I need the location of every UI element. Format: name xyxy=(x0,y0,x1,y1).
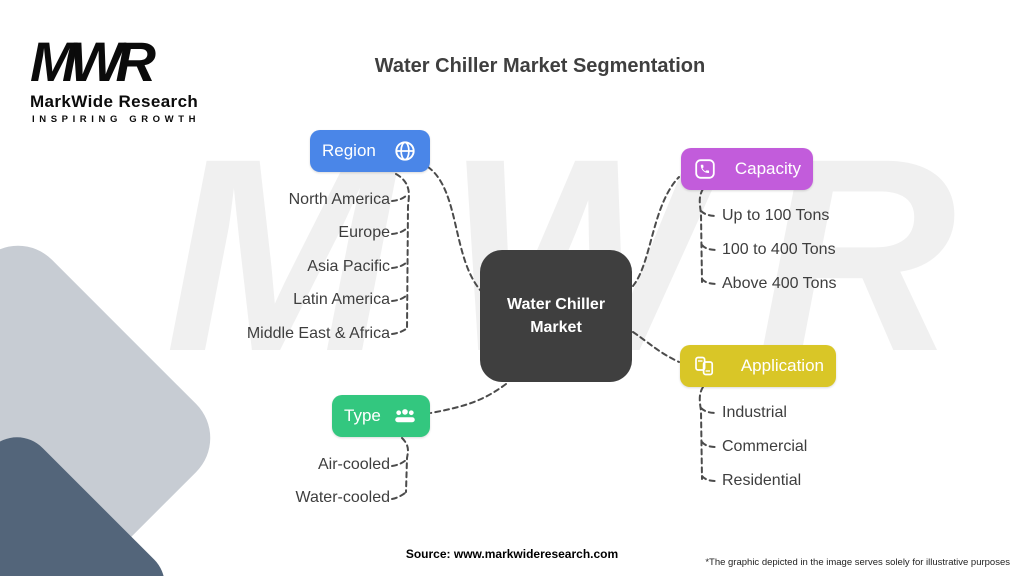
leaf-air-cooled: Air-cooled xyxy=(317,456,390,473)
leaf-asia-pacific: Asia Pacific xyxy=(307,258,390,275)
leaf-up-to-100-tons: Up to 100 Tons xyxy=(722,207,830,224)
branch-node-application: Application xyxy=(680,345,836,387)
devices-icon xyxy=(692,354,716,378)
branch-node-capacity: Capacity xyxy=(681,148,813,190)
branch-node-region: Region xyxy=(310,130,430,172)
branch-label-region: Region xyxy=(322,141,376,160)
source-text: Source: www.markwideresearch.com xyxy=(405,547,619,561)
center-node-water-chiller-market: Water Chiller Market xyxy=(480,250,632,382)
branch-label-capacity: Capacity xyxy=(734,159,801,178)
disclaimer-text: *The graphic depicted in the image serve… xyxy=(705,557,1010,568)
page-title: Water Chiller Market Segmentation xyxy=(374,55,706,77)
branch-label-type: Type xyxy=(344,406,381,425)
markwide-logo: MWR MarkWide Research INSPIRING GROWTH xyxy=(30,30,201,126)
leaf-north-america: North America xyxy=(288,191,390,208)
people-icon xyxy=(392,403,418,429)
logo-name: MarkWide Research xyxy=(30,92,199,111)
branch-label-application: Application xyxy=(740,356,824,375)
globe-icon xyxy=(392,138,418,164)
branch-node-type: Type xyxy=(332,395,430,437)
leaf-above-400-tons: Above 400 Tons xyxy=(722,275,837,292)
leaf-europe: Europe xyxy=(338,224,390,241)
connector-type-trunk xyxy=(401,437,409,493)
leaf-residential: Residential xyxy=(722,472,802,489)
connector-application-stub xyxy=(701,475,717,482)
logo-tagline: INSPIRING GROWTH xyxy=(32,114,201,125)
phone-icon xyxy=(693,157,717,181)
leaf-water-cooled: Water-cooled xyxy=(295,489,390,506)
leaf-industrial: Industrial xyxy=(722,404,787,421)
leaf-commercial: Commercial xyxy=(722,438,808,455)
connector-type-stub xyxy=(391,492,406,500)
leaf-100-to-400-tons: 100 to 400 Tons xyxy=(722,241,836,258)
leaf-middle-east-africa: Middle East & Africa xyxy=(246,325,390,342)
leaf-latin-america: Latin America xyxy=(293,291,390,308)
connector-type-stub xyxy=(391,459,407,467)
logo-acronym: MWR xyxy=(30,30,156,93)
connector-application-stub xyxy=(701,441,717,448)
